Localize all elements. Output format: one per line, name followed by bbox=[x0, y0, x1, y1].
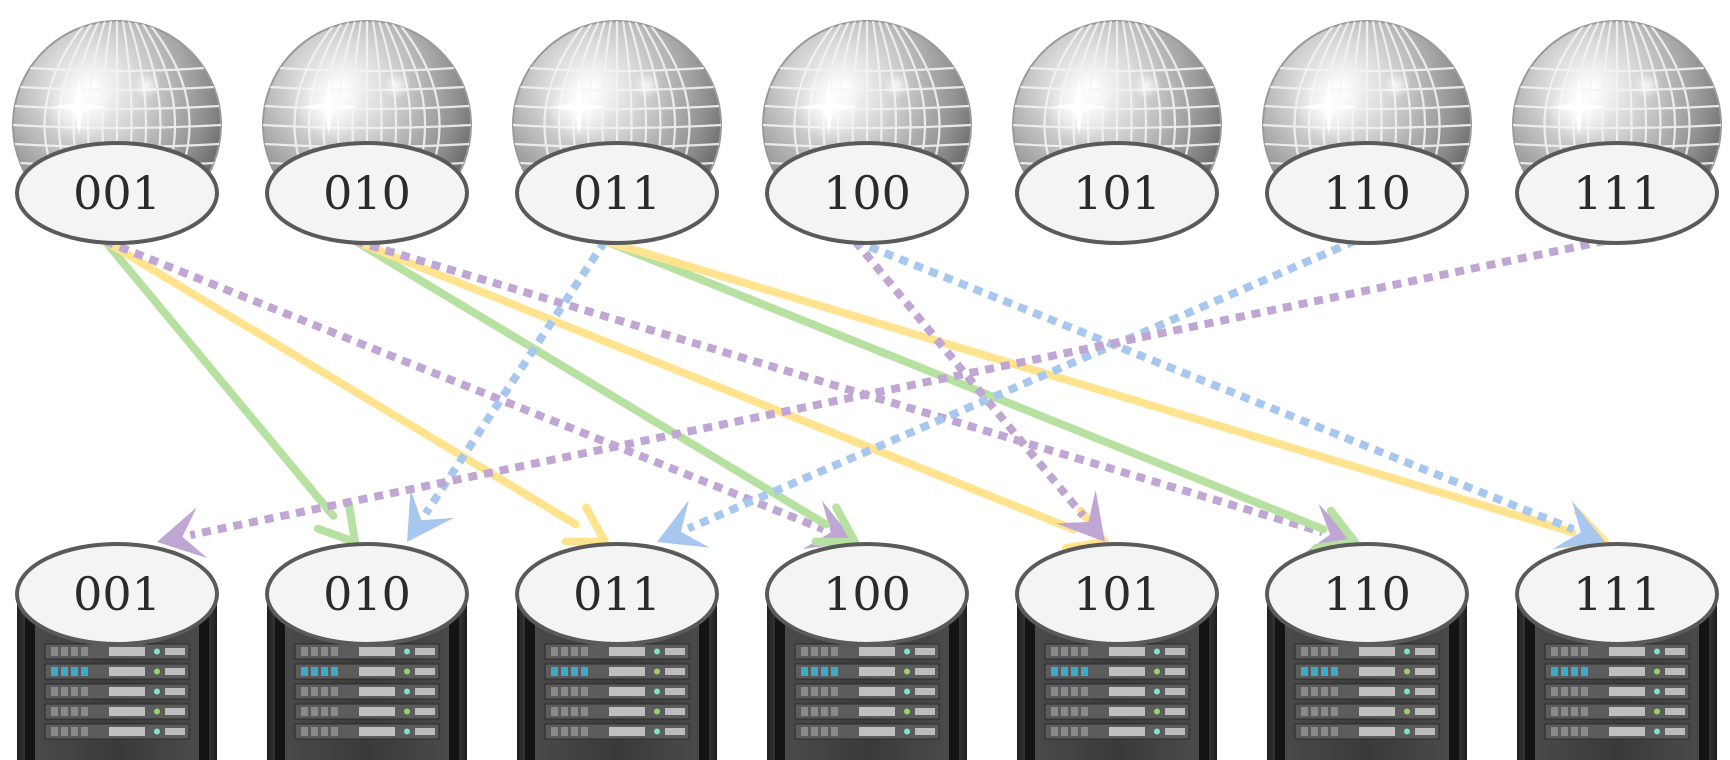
top-node-ellipse bbox=[765, 141, 969, 245]
labels-layer: 001 010 011 100 101 110 111 001 010 011 100 101 110 1… bbox=[15, 141, 1719, 646]
bottom-node-111: 111 bbox=[1515, 542, 1719, 646]
bottom-node-label: 010 bbox=[323, 567, 411, 621]
top-node-001: 001 bbox=[15, 141, 219, 245]
bottom-node-label: 100 bbox=[823, 567, 911, 621]
top-node-ellipse bbox=[1515, 141, 1719, 245]
top-node-010: 010 bbox=[265, 141, 469, 245]
top-node-101: 101 bbox=[1015, 141, 1219, 245]
top-node-ellipse bbox=[265, 141, 469, 245]
top-node-label: 101 bbox=[1073, 166, 1161, 220]
bottom-node-ellipse bbox=[265, 542, 469, 646]
bottom-node-011: 011 bbox=[515, 542, 719, 646]
edge-011-to-010 bbox=[407, 238, 609, 542]
bottom-node-ellipse bbox=[15, 542, 219, 646]
top-node-ellipse bbox=[515, 141, 719, 245]
bottom-node-ellipse bbox=[1015, 542, 1219, 646]
bottom-node-100: 100 bbox=[765, 542, 969, 646]
edge-001-to-010 bbox=[101, 237, 359, 546]
bottom-node-101: 101 bbox=[1015, 542, 1219, 646]
bottom-node-010: 010 bbox=[265, 542, 469, 646]
bottom-node-ellipse bbox=[515, 542, 719, 646]
edge-010-to-100 bbox=[351, 237, 859, 546]
bottom-node-label: 011 bbox=[573, 567, 661, 621]
top-node-label: 011 bbox=[573, 166, 661, 220]
edge-001-to-011 bbox=[101, 237, 609, 546]
top-node-label: 111 bbox=[1573, 166, 1661, 220]
top-node-label: 100 bbox=[823, 166, 911, 220]
edge-100-to-111 bbox=[853, 237, 1605, 549]
top-node-110: 110 bbox=[1265, 141, 1469, 245]
bottom-node-label: 111 bbox=[1573, 567, 1661, 621]
top-node-ellipse bbox=[1015, 141, 1219, 245]
bottom-node-ellipse bbox=[1265, 542, 1469, 646]
top-node-label: 110 bbox=[1323, 166, 1411, 220]
top-node-label: 010 bbox=[323, 166, 411, 220]
bottom-node-label: 001 bbox=[73, 567, 161, 621]
top-node-100: 100 bbox=[765, 141, 969, 245]
edge-111-to-001 bbox=[157, 237, 1606, 559]
top-node-ellipse bbox=[15, 141, 219, 245]
bottom-node-ellipse bbox=[765, 542, 969, 646]
top-node-label: 001 bbox=[73, 166, 161, 220]
bottom-node-001: 001 bbox=[15, 542, 219, 646]
edge-010-to-110 bbox=[353, 237, 1355, 554]
bottom-node-110: 110 bbox=[1265, 542, 1469, 646]
edge-110-to-011 bbox=[657, 237, 1357, 548]
edge-100-to-101 bbox=[851, 238, 1105, 542]
top-node-011: 011 bbox=[515, 141, 719, 245]
edge-011-to-111 bbox=[601, 237, 1609, 556]
bottom-node-label: 101 bbox=[1073, 567, 1161, 621]
edges-layer bbox=[101, 237, 1609, 559]
bottom-node-label: 110 bbox=[1323, 567, 1411, 621]
top-node-111: 111 bbox=[1515, 141, 1719, 245]
bottom-node-ellipse bbox=[1515, 542, 1719, 646]
top-node-ellipse bbox=[1265, 141, 1469, 245]
